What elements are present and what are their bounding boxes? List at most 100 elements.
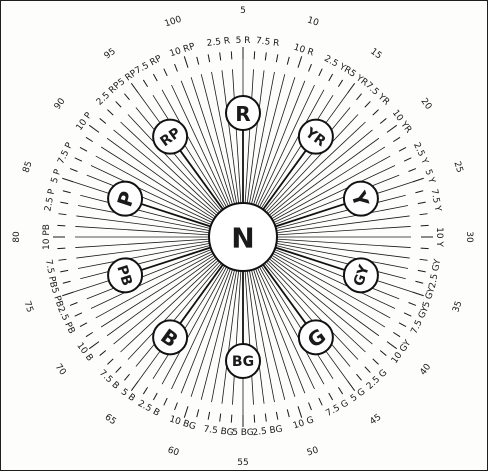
minor-tick (275, 54, 279, 63)
minor-tick (60, 201, 69, 205)
radial-spoke (73, 181, 110, 194)
step-number-label: 55 (237, 458, 248, 468)
radial-spoke (276, 242, 409, 269)
radial-spoke (180, 80, 231, 206)
radial-spoke (95, 253, 214, 319)
spokes-layer (73, 59, 413, 415)
radial-spoke (190, 77, 233, 205)
minor-tick (415, 190, 424, 194)
minor-tick (85, 136, 93, 143)
radial-spoke (135, 107, 222, 212)
principal-hue-label: PB (113, 263, 135, 288)
step-number-label: 85 (22, 160, 35, 174)
minor-tick (408, 302, 417, 306)
neutral-center: N (208, 202, 278, 272)
step-number-label: 5 (240, 6, 246, 16)
hue-designation-label: 7.5 G (324, 399, 350, 419)
principal-hue-circle (225, 95, 261, 131)
minor-tick (286, 56, 290, 65)
principal-hue-circle (107, 257, 144, 294)
hue-designation-label: 7.5 RP (134, 54, 165, 77)
step-number-label: 95 (103, 47, 118, 62)
radial-spoke (95, 155, 214, 221)
major-tick (183, 56, 189, 68)
radial-spoke (76, 215, 210, 234)
minor-tick (393, 331, 401, 338)
minor-tick (275, 411, 279, 420)
minor-tick (152, 392, 158, 401)
radial-spoke (259, 266, 325, 385)
hue-designation-label: 2.5 GY (428, 258, 443, 289)
radial-spoke (113, 129, 218, 216)
minor-tick (196, 409, 200, 418)
hue-designation-label: 5 B (119, 387, 137, 404)
minor-tick (328, 73, 334, 82)
minor-tick (57, 224, 66, 227)
minor-tick (264, 413, 267, 422)
radial-spoke (272, 155, 391, 221)
step-number-label: 35 (451, 300, 464, 314)
radial-spoke (376, 280, 413, 293)
radial-spoke (272, 253, 391, 319)
radial-spoke (138, 350, 161, 382)
step-number-label: 10 (306, 16, 320, 29)
radial-spoke (246, 70, 265, 204)
radial-spoke (106, 256, 216, 337)
radial-spoke (80, 194, 211, 229)
minor-tick (398, 146, 407, 152)
major-tick (88, 341, 100, 350)
principal-spoke (140, 203, 211, 228)
minor-tick (264, 52, 267, 61)
minor-tick (207, 54, 211, 63)
radial-spoke (171, 84, 229, 207)
hue-designation-label: 2.5 R (206, 36, 231, 49)
hue-designation-label: 5 GY (421, 286, 437, 309)
radial-spoke (77, 242, 210, 269)
principal-spoke (140, 246, 211, 271)
tick-layer (53, 47, 433, 427)
step-number-label: 15 (368, 47, 383, 62)
radial-spoke (265, 261, 359, 360)
principal-spoke (179, 263, 224, 325)
principal-hue-label: GY (351, 262, 373, 288)
minor-tick (419, 258, 428, 261)
hue-designation-label: 10 RP (169, 42, 197, 60)
radial-spoke (255, 80, 306, 206)
radial-spoke (152, 94, 226, 209)
step-number-label: 80 (12, 231, 22, 243)
hue-designation-label: 10 YR (390, 108, 413, 135)
minor-tick (99, 118, 107, 124)
radial-spoke (264, 262, 351, 367)
hue-designation-label: 2.5 B (136, 399, 161, 419)
radial-spoke (232, 270, 242, 405)
minor-tick (219, 52, 222, 61)
hue-designation-label: 7.5 R (255, 36, 280, 49)
radial-spoke (253, 269, 296, 397)
radial-spoke (171, 267, 229, 390)
principal-hue-circle (342, 180, 379, 217)
minor-tick (337, 79, 344, 87)
radial-spoke (275, 194, 406, 229)
principal-hue-circle (152, 319, 189, 356)
minor-tick (379, 350, 387, 356)
radial-spoke (267, 121, 366, 215)
minor-tick (99, 350, 107, 356)
hue-designation-label: 7.5 BG (203, 425, 234, 439)
step-number-label: 40 (418, 362, 433, 377)
major-tick (347, 380, 356, 392)
radial-spoke (265, 114, 359, 213)
radial-spoke (276, 215, 410, 234)
hue-designation-label: 7.5 PB (43, 259, 58, 289)
minor-tick (58, 213, 67, 216)
radial-spoke (127, 261, 221, 360)
principal-spoke (262, 263, 307, 325)
radial-spoke (257, 267, 315, 390)
minor-tick (419, 213, 428, 216)
minor-tick (207, 411, 211, 420)
radial-spoke (271, 146, 386, 220)
minor-tick (398, 322, 407, 328)
hue-designation-label: 2.5 Y (411, 141, 430, 166)
step-number-label: 30 (464, 231, 474, 243)
hue-designation-label: 7.5 B (97, 368, 121, 391)
